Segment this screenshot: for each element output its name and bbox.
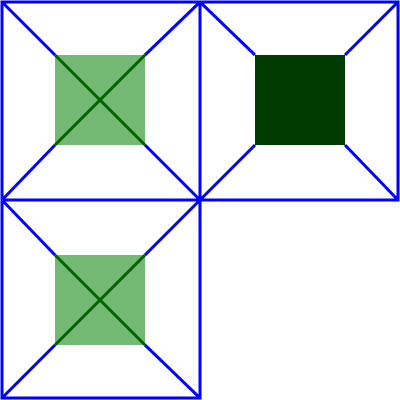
tile-bottom-left-corner-line-tr <box>143 198 202 257</box>
tile-top-right-corner-line-bl <box>198 143 257 202</box>
tile-top-right-corner-line-tl <box>198 0 257 57</box>
tile-top-right-corner-line-br <box>343 143 400 202</box>
tile-top-right <box>198 0 400 202</box>
tile-bottom-left <box>0 198 202 400</box>
tile-top-left-corner-line-tr <box>143 0 202 57</box>
tile-bottom-left-outer-border <box>0 198 202 400</box>
tile-top-left <box>0 0 202 202</box>
tile-top-right-outer-border <box>198 0 400 202</box>
tile-top-left-corner-line-tl <box>0 0 57 57</box>
tile-bottom-left-corner-line-bl <box>0 343 57 400</box>
tile-bottom-left-corner-line-br <box>143 343 202 400</box>
tile-bottom-left-inner-diagonal-2 <box>53 253 147 347</box>
tile-top-right-inner-square <box>255 55 345 145</box>
tile-top-left-corner-line-br <box>143 143 202 202</box>
tile-bottom-left-corner-line-tl <box>0 198 57 257</box>
tile-top-right-corner-line-tr <box>343 0 400 57</box>
tile-top-left-inner-diagonal-2 <box>53 53 147 147</box>
tile-top-left-corner-line-bl <box>0 143 57 202</box>
